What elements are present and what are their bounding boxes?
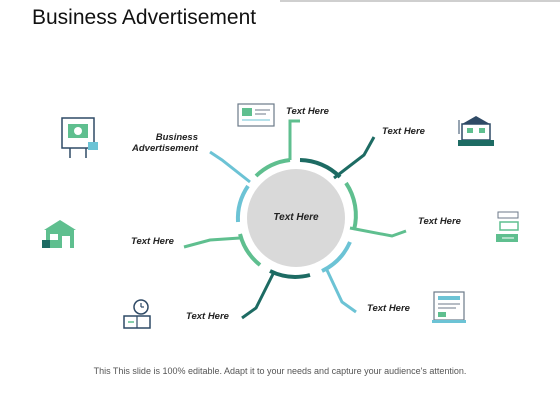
ring-arc-bottom: [269, 269, 311, 279]
center-circle: [247, 169, 345, 267]
connector-top-right: [333, 136, 376, 180]
label-top-left-line1: Business: [155, 132, 198, 143]
label-bottom-right: Text Here: [367, 303, 410, 314]
label-top: Text Here: [286, 106, 329, 117]
connector-top: [288, 119, 300, 160]
connector-bottom-right: [324, 267, 357, 314]
connector-top-left: [209, 150, 251, 184]
connector-right: [349, 226, 407, 238]
label-bottom: Text Here: [186, 311, 229, 322]
label-left: Text Here: [131, 236, 174, 247]
footer-caption: This This slide is 100% editable. Adapt …: [93, 366, 467, 376]
ring-arc-left-upper: [235, 184, 250, 223]
top-rule: [280, 0, 560, 2]
document-report-icon: [430, 290, 470, 331]
presentation-board-icon: [236, 102, 276, 135]
shop-building-icon: [40, 218, 80, 257]
connector-bottom: [241, 271, 276, 320]
clock-book-icon: [120, 298, 154, 337]
ring-arc-right: [344, 181, 358, 231]
page-title: Business Advertisement: [32, 6, 257, 29]
label-right: Text Here: [418, 216, 461, 227]
ring-arc-bottom-right: [321, 241, 352, 273]
label-top-left: Business Advertisement: [120, 132, 198, 154]
label-top-right: Text Here: [382, 126, 425, 137]
label-top-left-line2: Advertisement: [132, 143, 198, 154]
megaphone-icon: [494, 208, 522, 253]
storefront-icon: [456, 114, 496, 155]
ring-arc-left: [238, 233, 262, 267]
center-label: Text Here: [273, 212, 319, 223]
ring-arc-top: [254, 158, 291, 178]
billboard-icon: [56, 116, 102, 165]
connector-left: [183, 236, 241, 249]
